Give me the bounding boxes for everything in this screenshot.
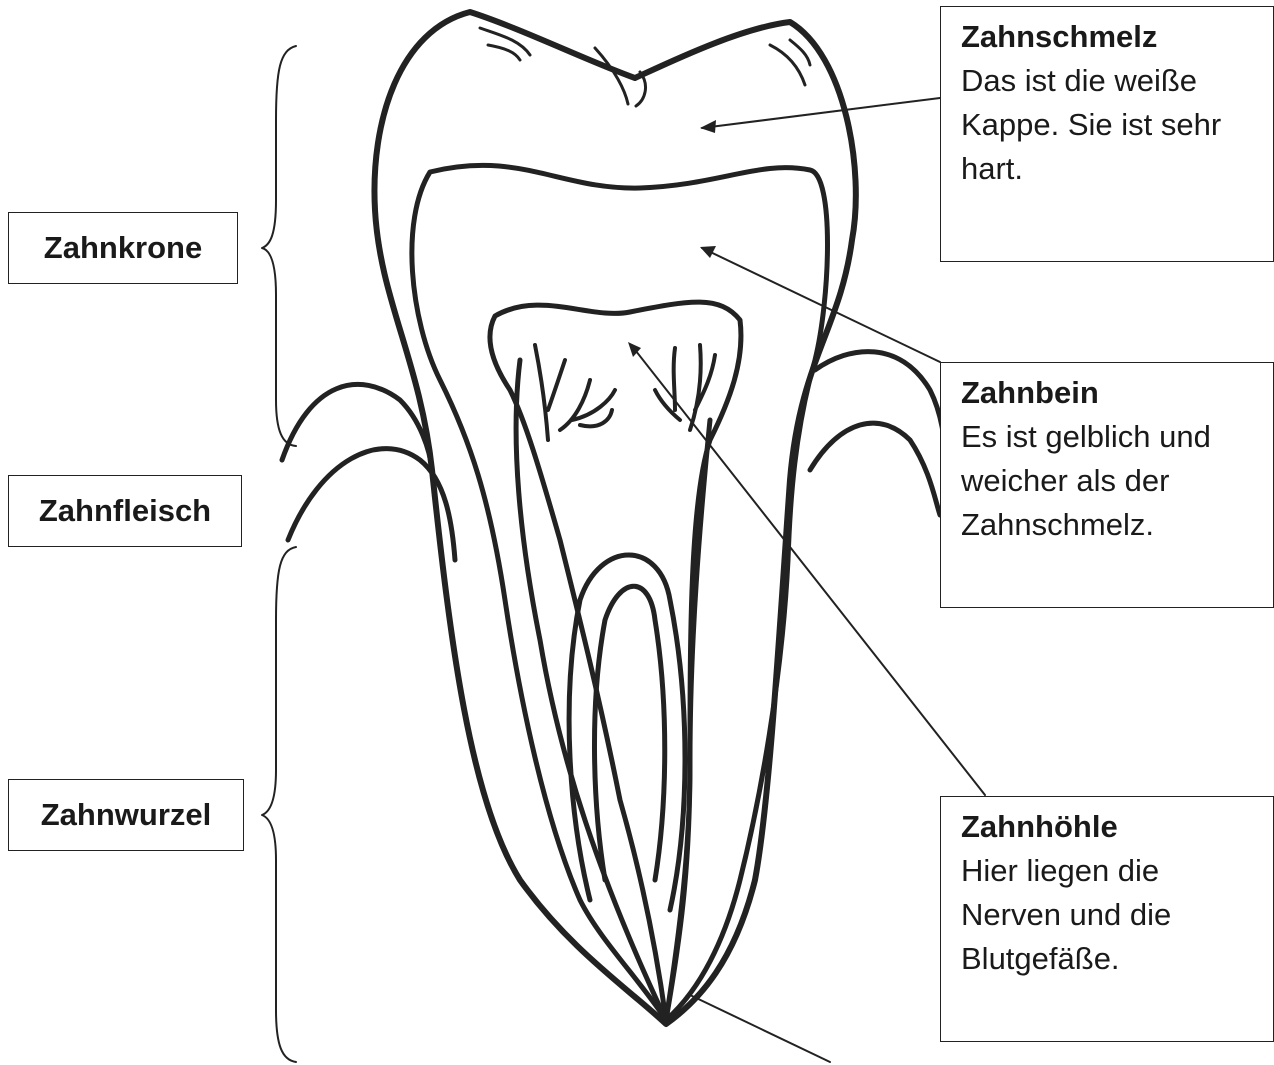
brace-crown <box>262 46 296 446</box>
gum-right-lower <box>810 423 940 515</box>
brace-root <box>262 547 296 1062</box>
tooth-outer-outline <box>374 12 855 1024</box>
arrow-root-tip <box>690 995 830 1062</box>
callout-title: Zahnschmelz <box>961 15 1273 59</box>
callout-pulp: Zahnhöhle Hier liegen die Nerven und die… <box>940 796 1274 1042</box>
arrowhead <box>700 120 716 133</box>
label-gum: Zahnfleisch <box>8 475 242 547</box>
callout-dentin: Zahnbein Es ist gelblich und weicher als… <box>940 362 1274 608</box>
callout-title: Zahnhöhle <box>961 805 1273 849</box>
callout-text: Es ist gelblich und weicher als der Zahn… <box>961 415 1273 547</box>
pulp-outline <box>490 302 741 1020</box>
nerve-branch <box>535 345 615 440</box>
root-canal <box>666 420 710 1020</box>
inner-loop <box>569 555 685 910</box>
callout-enamel: Zahnschmelz Das ist die weiße Kappe. Sie… <box>940 6 1274 262</box>
callout-text: Hier liegen die Nerven und die Blutgefäß… <box>961 849 1273 981</box>
enamel-groove <box>480 28 810 106</box>
arrowhead <box>700 246 716 258</box>
label-root: Zahnwurzel <box>8 779 244 851</box>
label-crown: Zahnkrone <box>8 212 238 284</box>
arrow-enamel <box>702 98 940 128</box>
callout-title: Zahnbein <box>961 371 1273 415</box>
callout-text: Das ist die weiße Kappe. Sie ist sehr ha… <box>961 59 1273 191</box>
